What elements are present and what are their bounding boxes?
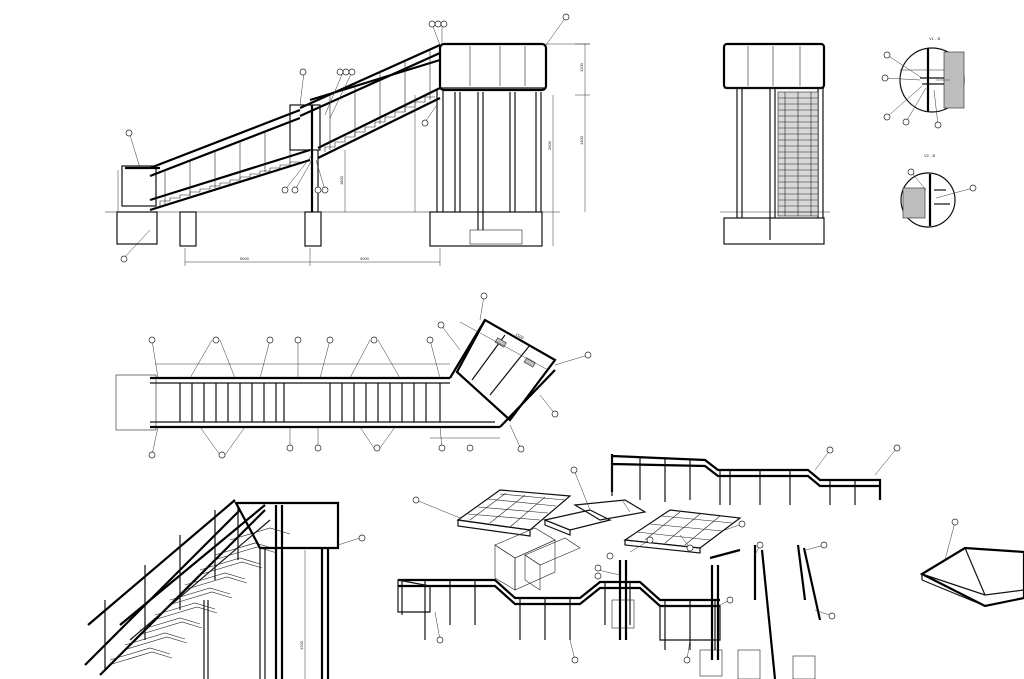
side-elevation: 5000 3000 1800 2600 1400 1200 xyxy=(105,13,590,266)
isometric-stair: 1200 xyxy=(84,499,366,679)
exploded-parts xyxy=(397,444,901,679)
iso-canopy xyxy=(919,518,1024,608)
dim-span-a: 5000 xyxy=(240,256,250,261)
dim-rise-b: 2600 xyxy=(547,140,552,150)
dim-span-b: 3000 xyxy=(360,256,370,261)
detail-b-label: V2 - B xyxy=(924,153,935,158)
detail-b: V2 - B xyxy=(900,153,977,228)
dim-rise-a: 1800 xyxy=(339,175,344,185)
dim-iso-rise: 1200 xyxy=(299,640,304,650)
plan-view: 1500 xyxy=(115,292,592,459)
dim-rise-c: 1400 xyxy=(579,135,584,145)
detail-a-label: V1 - B xyxy=(929,36,940,41)
detail-a: V1 - B xyxy=(881,36,965,129)
end-elevation xyxy=(720,42,830,245)
dim-top: 1200 xyxy=(579,62,584,72)
dim-plan-width: 1500 xyxy=(515,332,526,341)
